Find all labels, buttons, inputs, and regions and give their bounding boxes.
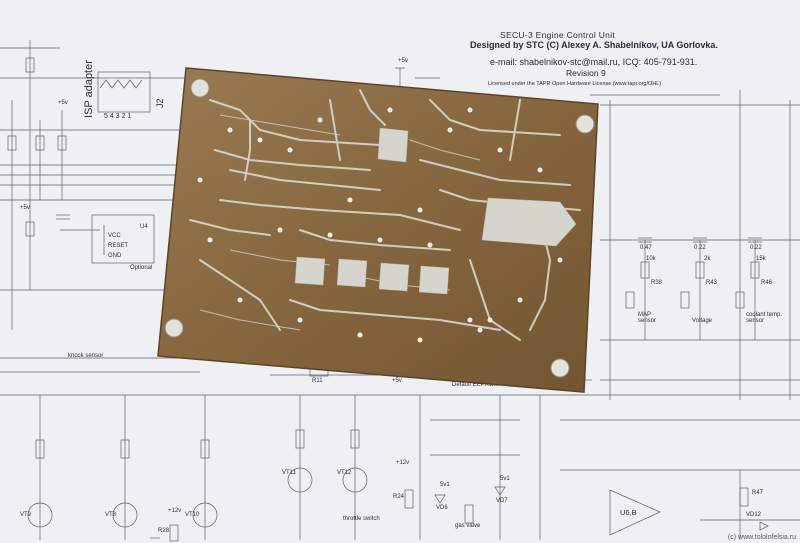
r24-label: R24 — [393, 494, 405, 500]
title-line-3: e-mail: shabelnikov-stc@mail.ru, ICQ: 40… — [490, 57, 698, 67]
r11-label: R11 — [312, 378, 323, 384]
vt11-label: VT11 — [282, 470, 296, 476]
r38-label: R38 — [651, 280, 663, 286]
voltage-label: Voltage — [692, 318, 713, 324]
supply-5v-label: +5v — [392, 378, 402, 384]
vd7-label: VD7 — [496, 498, 508, 504]
vd12-label: VD12 — [746, 512, 762, 518]
pin-numbers: 5 4 3 2 1 — [104, 113, 132, 120]
capacitor-value-label: 0.22 — [750, 245, 762, 251]
supply-12v-label: +12v — [396, 460, 410, 466]
resistor-value-label: 15k — [756, 256, 766, 262]
title-line-4: Revision 9 — [566, 68, 606, 78]
gnd-label: GND — [108, 253, 122, 259]
reset-label: RESET — [108, 243, 129, 249]
watermark: (c) www.tololofelsia.ru — [727, 534, 796, 541]
zener-value-label: 5v1 — [500, 476, 510, 482]
knock-sensor-label: knock sensor — [68, 353, 104, 359]
supply-5v-label: +5v — [398, 58, 408, 64]
capacitor-value-label: 0.22 — [694, 245, 706, 251]
r28-label: R28 — [158, 528, 170, 534]
u4-label: U4 — [140, 224, 148, 230]
title-line-1: SECU-3 Engine Control Unit — [500, 30, 616, 40]
vt9-label: VT9 — [20, 512, 32, 518]
r43-label: R43 — [706, 280, 718, 286]
supply-5v-label: +5v — [58, 100, 68, 106]
vt10-label: VT10 — [185, 512, 200, 518]
vd6-label: VD6 — [436, 505, 448, 511]
default-eeprom-label: Default EEPROM — [452, 382, 499, 388]
supply-5v-label: +5v — [20, 205, 30, 211]
title-line-5: Licensed under the TAPR Open Hardware Li… — [488, 81, 662, 87]
u6b-label: U6.B — [620, 508, 637, 517]
map-sensor-label: MAP sensor — [638, 312, 657, 324]
vt8-label: VT8 — [105, 512, 117, 518]
resistor-value-label: 2k — [704, 256, 711, 262]
supply-12v-label: +12v — [168, 508, 182, 514]
gas-valve-label: gas valve — [455, 523, 481, 529]
coolant-sensor-label: coolant temp. sensor — [746, 312, 783, 324]
title-line-2: Designed by STC (C) Alexey A. Shabelniko… — [470, 40, 718, 50]
vcc-label: VCC — [108, 233, 121, 239]
optional-label: Optional — [130, 265, 153, 271]
zener-value-label: 5v1 — [440, 482, 450, 488]
resistor-value-label: 10k — [646, 256, 656, 262]
throttle-switch-label: throttle switch — [343, 516, 380, 522]
vt12-label: VT12 — [337, 470, 352, 476]
capacitor-value-label: 0.47 — [640, 245, 652, 251]
r46-label: R46 — [761, 280, 773, 286]
r47-label: R47 — [752, 490, 764, 496]
